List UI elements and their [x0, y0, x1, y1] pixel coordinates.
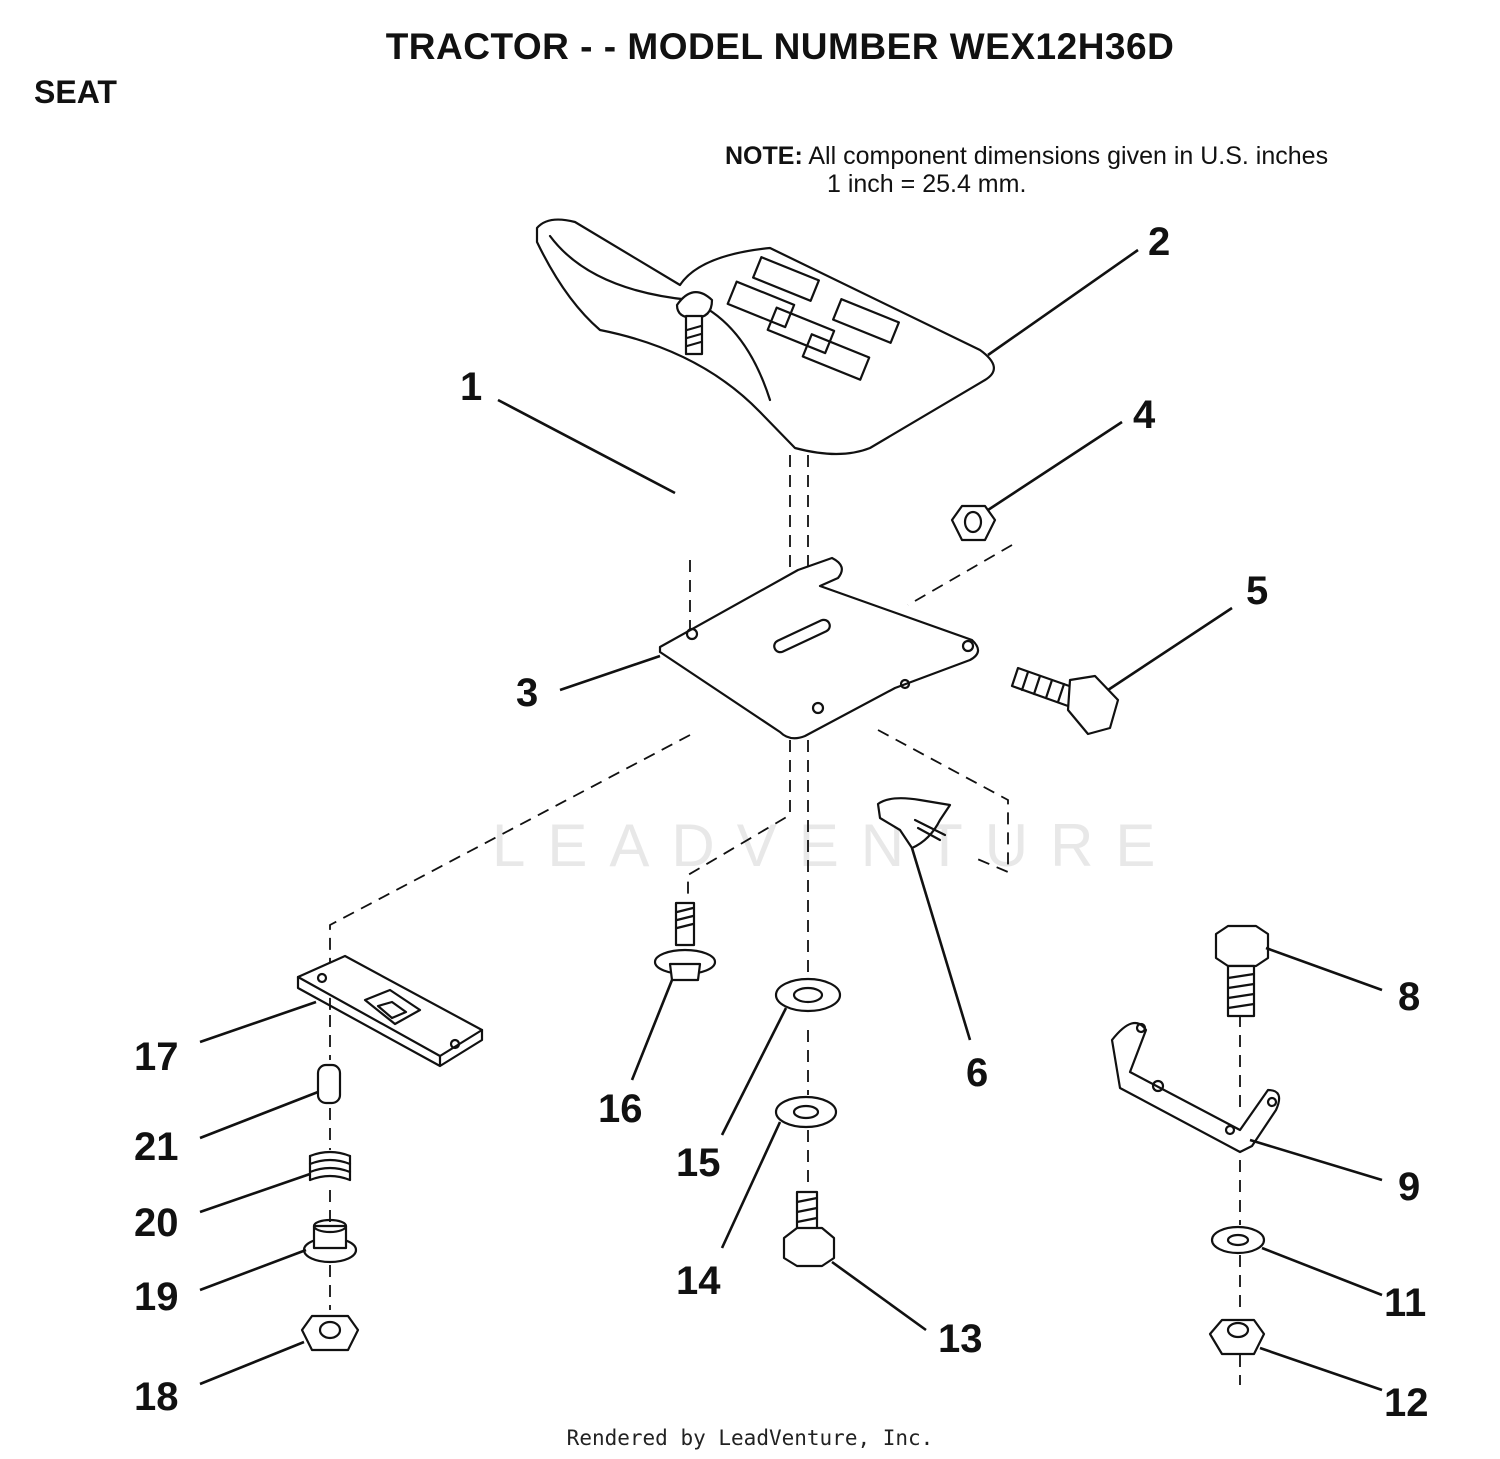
- leader-lines: [199, 248, 1383, 1392]
- adjustment-clip-part: [876, 797, 952, 850]
- callout-16: 16: [598, 1087, 643, 1131]
- seat-bracket-part: [658, 556, 980, 740]
- slide-rail-part: [296, 954, 484, 1068]
- callout-numbers: 1 2 3 4 5 6 8 9 11 12 13 14 15 16 17 18 …: [134, 220, 1429, 1425]
- bushing-part: [302, 1218, 358, 1264]
- callout-9: 9: [1398, 1165, 1420, 1209]
- section-label: SEAT: [34, 74, 117, 110]
- callout-3: 3: [516, 671, 538, 715]
- hex-screw-part: [782, 1190, 836, 1268]
- callout-14: 14: [676, 1259, 721, 1303]
- large-hex-bolt-part: [1214, 924, 1270, 1018]
- pin-part: [316, 1063, 342, 1105]
- callout-17: 17: [134, 1035, 179, 1079]
- page-title: TRACTOR - - MODEL NUMBER WEX12H36D: [385, 26, 1175, 67]
- flat-washer-part: [774, 977, 842, 1013]
- note-line1: All component dimensions given in U.S. i…: [808, 142, 1329, 170]
- callout-5: 5: [1246, 569, 1268, 613]
- spring-part: [308, 1150, 352, 1182]
- flange-nut-part: [300, 1314, 360, 1352]
- callout-2: 2: [1148, 220, 1170, 264]
- callout-21: 21: [134, 1125, 179, 1169]
- dimension-note: NOTE: All component dimensions given in …: [725, 142, 1328, 198]
- callout-4: 4: [1133, 393, 1156, 437]
- lock-nut-part: [1208, 1318, 1266, 1356]
- callout-1: 1: [460, 365, 482, 409]
- seat-part: [535, 218, 995, 456]
- shoulder-bolt-part: [653, 901, 717, 982]
- note-label: NOTE:: [725, 142, 803, 170]
- hex-bolt-part: [1010, 666, 1120, 736]
- lock-washer-part: [774, 1095, 838, 1129]
- callout-11: 11: [1384, 1281, 1426, 1325]
- callout-13: 13: [938, 1317, 983, 1361]
- small-washer-part: [1210, 1225, 1266, 1255]
- callout-6: 6: [966, 1051, 988, 1095]
- mounting-bracket-part: [1110, 1021, 1281, 1154]
- callout-8: 8: [1398, 975, 1420, 1019]
- callout-18: 18: [134, 1375, 179, 1419]
- carriage-bolt-part: [675, 291, 714, 356]
- callout-15: 15: [676, 1141, 721, 1185]
- watermark-text: LEADVENTURE: [492, 812, 1177, 879]
- callout-20: 20: [134, 1201, 179, 1245]
- hex-nut-part: [950, 504, 997, 542]
- note-line2: 1 inch = 25.4 mm.: [827, 170, 1027, 198]
- callout-12: 12: [1384, 1381, 1429, 1425]
- callout-19: 19: [134, 1275, 179, 1319]
- footer-credit: Rendered by LeadVenture, Inc.: [566, 1426, 934, 1450]
